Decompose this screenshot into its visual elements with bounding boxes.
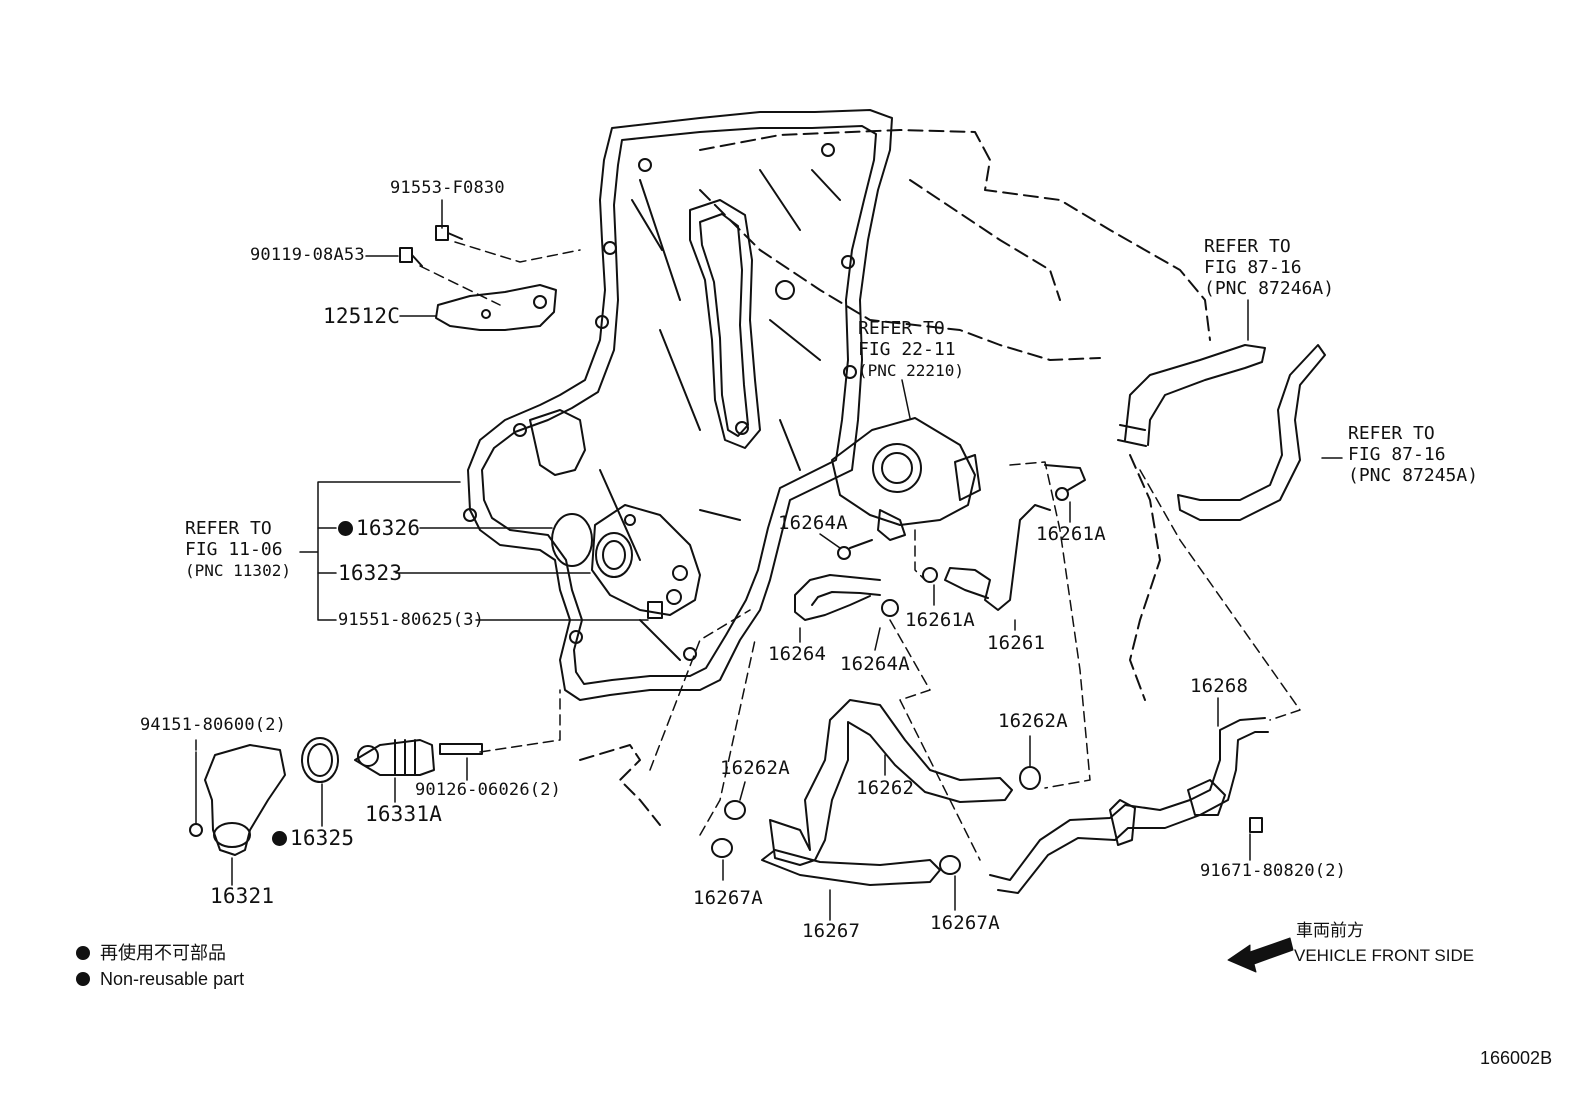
refer-upper-hose: REFER TO FIG 87-16 (PNC 87246A) bbox=[1204, 236, 1334, 299]
legend-jp: 再使用不可部品 bbox=[76, 940, 226, 966]
refer-line: REFER TO bbox=[1204, 236, 1291, 257]
part-label-16261: 16261 bbox=[987, 632, 1046, 654]
upper-hoses-drawing bbox=[1117, 344, 1326, 521]
part-label-12512c: 12512C bbox=[323, 304, 401, 328]
part-label-16264a-upper: 16264A bbox=[778, 512, 848, 534]
part-label-91553-f0830: 91553-F0830 bbox=[390, 178, 505, 198]
vehicle-front-jp: 車両前方 bbox=[1296, 921, 1364, 940]
part-label-90119-08a53: 90119-08A53 bbox=[250, 245, 365, 265]
hose-16261-drawing bbox=[922, 464, 1086, 611]
part-label-16264: 16264 bbox=[768, 643, 827, 665]
diagram-code: 166002B bbox=[1480, 1048, 1553, 1068]
timing-cover-drawing bbox=[463, 109, 893, 701]
part-label-16267a-right: 16267A bbox=[930, 912, 1000, 934]
refer-line: FIG 87-16 bbox=[1204, 257, 1302, 278]
legend-en: Non-reusable part bbox=[76, 966, 244, 992]
refer-line: REFER TO bbox=[858, 318, 945, 339]
water-inlet-housing-drawing bbox=[551, 504, 701, 619]
refer-pnc: (PNC 22210) bbox=[858, 361, 964, 380]
refer-pnc: (PNC 11302) bbox=[185, 561, 291, 580]
refer-pnc: (PNC 87246A) bbox=[1204, 278, 1335, 299]
part-label-90126-06026: 90126-06026(2) bbox=[415, 780, 562, 800]
part-label-16267: 16267 bbox=[802, 920, 861, 942]
part-label-16262a-right: 16262A bbox=[998, 710, 1068, 732]
non-reusable-dot bbox=[272, 831, 287, 846]
vehicle-front-arrow bbox=[1227, 937, 1294, 973]
bolts-bracket bbox=[399, 225, 463, 267]
part-label-16323: 16323 bbox=[338, 561, 403, 585]
part-number: 16326 bbox=[356, 516, 421, 540]
part-label-16325: 16325 bbox=[272, 826, 354, 850]
lower-hoses-drawing bbox=[711, 699, 1269, 894]
refer-line: FIG 87-16 bbox=[1348, 444, 1446, 465]
part-label-91671-80820: 91671-80820(2) bbox=[1200, 861, 1347, 881]
refer-line: REFER TO bbox=[1348, 423, 1435, 444]
part-label-16268: 16268 bbox=[1190, 675, 1249, 697]
hose-16264-drawing bbox=[794, 574, 899, 621]
part-label-16261a-right: 16261A bbox=[1036, 523, 1106, 545]
thermostat-parts-drawing bbox=[189, 737, 483, 856]
part-label-16326: 16326 bbox=[338, 516, 420, 540]
refer-timing-cover: REFER TO FIG 11-06 (PNC 11302) bbox=[185, 518, 291, 581]
vehicle-front-en: VEHICLE FRONT SIDE bbox=[1294, 946, 1475, 965]
legend-text-jp: 再使用不可部品 bbox=[100, 943, 226, 963]
refer-lower-hose: REFER TO FIG 87-16 (PNC 87245A) bbox=[1348, 423, 1478, 486]
bracket-12512c-drawing bbox=[435, 284, 557, 331]
part-label-16321: 16321 bbox=[210, 884, 275, 908]
refer-pnc: (PNC 87245A) bbox=[1348, 465, 1479, 486]
part-label-16264a-lower: 16264A bbox=[840, 653, 910, 675]
legend-dot bbox=[76, 972, 90, 986]
label-leader-lines bbox=[195, 199, 1343, 921]
part-number: 16325 bbox=[290, 826, 355, 850]
part-label-16261a-mid: 16261A bbox=[905, 609, 975, 631]
part-label-94151-80600: 94151-80600(2) bbox=[140, 715, 287, 735]
part-label-16262a-left: 16262A bbox=[720, 757, 790, 779]
assembly-dashed-lines bbox=[419, 241, 1301, 861]
part-label-91551-80625: 91551-80625(3) bbox=[338, 610, 485, 630]
engine-block-outline bbox=[579, 129, 1211, 826]
part-label-16262: 16262 bbox=[856, 777, 915, 799]
refer-line: REFER TO bbox=[185, 518, 272, 539]
refer-throttle-body: REFER TO FIG 22-11 (PNC 22210) bbox=[858, 318, 964, 381]
refer-line: FIG 22-11 bbox=[858, 339, 956, 360]
legend-dot bbox=[76, 946, 90, 960]
part-label-16331a: 16331A bbox=[365, 802, 443, 826]
non-reusable-dot bbox=[338, 521, 353, 536]
refer-line: FIG 11-06 bbox=[185, 539, 283, 560]
throttle-body-drawing bbox=[831, 417, 981, 560]
legend-text-en: Non-reusable part bbox=[100, 969, 245, 989]
part-label-16267a-left: 16267A bbox=[693, 887, 763, 909]
